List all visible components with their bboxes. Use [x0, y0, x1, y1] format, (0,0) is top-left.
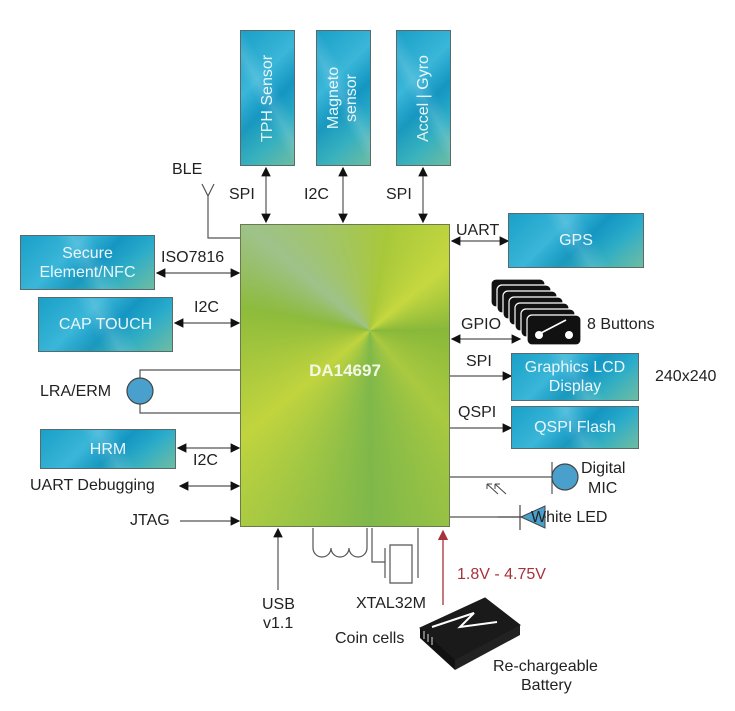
microphone-icon	[551, 463, 579, 491]
jtag-label: JTAG	[130, 512, 170, 529]
crystal-icon	[371, 528, 419, 584]
hrm-block: HRM	[40, 429, 176, 469]
antenna-icon	[201, 183, 240, 239]
inductor-icon	[312, 528, 368, 558]
white-led-label: White LED	[531, 509, 608, 526]
da14697-chip: DA14697	[240, 224, 450, 527]
ble-label: BLE	[172, 161, 203, 178]
lcd-bus-label: SPI	[466, 353, 492, 370]
secure-element-block: Secure Element/NFC	[20, 235, 155, 290]
voltage-range-label: 1.8V - 4.75V	[457, 566, 546, 583]
gps-block: GPS	[508, 213, 644, 268]
gps-bus-label: UART	[456, 222, 500, 239]
lra-erm-label: LRA/ERM	[40, 383, 112, 400]
usb-label-line2: v1.1	[263, 615, 294, 632]
battery-label-line1: Re-chargeable	[493, 658, 598, 675]
cap-touch-block: CAP TOUCH	[38, 297, 173, 352]
accel-gyro-label: Accel | Gyro	[415, 54, 432, 142]
wire-lra	[139, 369, 240, 414]
battery-label-line2: Battery	[521, 677, 572, 694]
secure-bus-label: ISO7816	[161, 249, 225, 266]
chip-label: DA14697	[309, 360, 381, 380]
accel-gyro-block: Accel | Gyro	[396, 30, 451, 166]
mic-label-line2: MIC	[588, 480, 618, 497]
tph-sensor-block: TPH Sensor	[240, 30, 295, 166]
hrm-bus-label: I2C	[193, 452, 218, 469]
led-icon	[486, 483, 546, 530]
captouch-bus-label: I2C	[194, 299, 219, 316]
uart-debugging-label: UART Debugging	[30, 477, 155, 494]
tph-bus-label: SPI	[229, 186, 255, 203]
magneto-sensor-label: Magneto sensor	[325, 66, 361, 130]
lcd-display-label: Graphics LCD Display	[524, 359, 626, 395]
gpio-bus-label: GPIO	[461, 316, 502, 333]
buttons-icon	[490, 278, 582, 346]
magneto-sensor-block: Magneto sensor	[316, 30, 371, 166]
qspi-flash-block: QSPI Flash	[511, 406, 639, 449]
lra-motor-icon	[126, 377, 154, 405]
usb-label-line1: USB	[262, 596, 295, 613]
lcd-display-block: Graphics LCD Display	[511, 353, 639, 401]
cap-touch-label: CAP TOUCH	[58, 316, 153, 333]
flash-bus-label: QSPI	[458, 404, 497, 421]
magneto-bus-label: I2C	[304, 186, 329, 203]
battery-icon	[419, 597, 521, 670]
xtal-label: XTAL32M	[356, 595, 426, 612]
hrm-label: HRM	[89, 440, 127, 458]
buttons-label: 8 Buttons	[587, 316, 655, 333]
tph-sensor-label: TPH Sensor	[259, 54, 277, 142]
accel-bus-label: SPI	[386, 186, 412, 203]
coin-cells-label: Coin cells	[335, 630, 405, 647]
mic-label-line1: Digital	[581, 460, 626, 477]
secure-element-label: Secure Element/NFC	[39, 244, 136, 281]
lcd-resolution-label: 240x240	[655, 368, 717, 385]
qspi-flash-label: QSPI Flash	[534, 419, 616, 436]
gps-label: GPS	[559, 232, 593, 249]
